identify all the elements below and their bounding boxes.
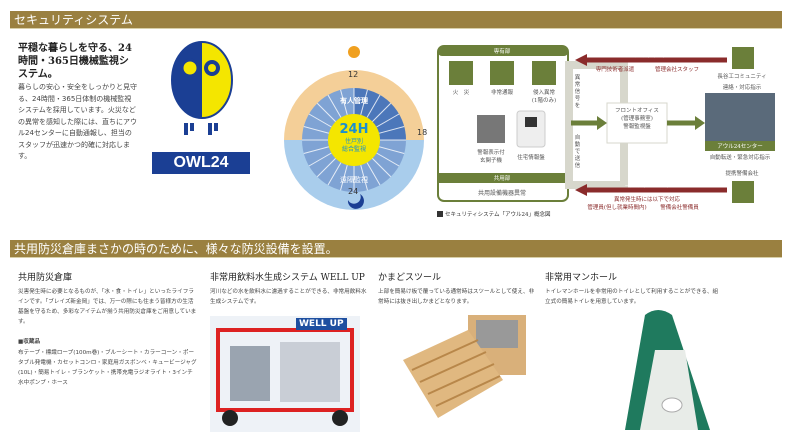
second-item-1: 専門技術者派遣	[595, 67, 635, 73]
center-24h: 24H	[339, 122, 369, 137]
second-response-label: 二次対応(技術者)	[629, 54, 665, 59]
monitor-label: 住宅情報盤	[517, 155, 545, 161]
wellup-title: 非常用飲料水生成システム WELL UP	[210, 273, 365, 283]
stool-body: 上部を簡易け板で覆っている通常時はスツールとして使え、非常時には抜き出しかまどと…	[378, 289, 535, 305]
kamado-stool-image	[398, 300, 528, 432]
wellup-product-label: WELL UP	[296, 318, 347, 330]
clock-spoke	[378, 146, 405, 154]
stool-title: かまどスツール	[378, 273, 442, 283]
signal-top: 異常信号を	[574, 75, 581, 109]
clock-spoke	[303, 126, 330, 134]
first-note: 異常発生時には以下で対応	[613, 197, 680, 203]
hour-18: 18	[417, 128, 428, 137]
owl24-logo: OWL24	[150, 38, 252, 178]
hour-12: 12	[348, 70, 359, 79]
clock-spoke	[316, 158, 336, 178]
clock-spoke	[372, 102, 392, 122]
clock-spoke	[316, 102, 336, 122]
manhole-title: 非常用マンホール	[545, 273, 618, 283]
private-area-label: 専有部	[493, 49, 511, 55]
clock-spoke	[360, 164, 368, 191]
center-sub-label: 自動転送・緊急対応指示	[709, 155, 771, 161]
link-instruction-label: 連絡・対応指示	[722, 85, 762, 91]
common-area-label: 共用部	[493, 176, 511, 182]
diagram-caption: セキュリティシステム「アウル24」概念図	[445, 212, 551, 218]
clock-spoke	[308, 152, 332, 167]
security-body: 暮らしの安心・安全をしっかりと見守る、24時間・365日体制の機械監視システムを…	[18, 83, 137, 160]
clock-spoke	[376, 113, 400, 128]
security-diagram: 専有部 火 災 非常通報 侵入異常 (1階のみ) 警報表示付 玄関子機 住宅情報…	[437, 45, 782, 225]
clock-spoke	[327, 94, 342, 118]
emergency-label: 非常通報	[490, 90, 513, 96]
entrance-unit-label: 警報表示付 玄関子機	[477, 150, 505, 164]
storage-title: 共用防災倉庫	[18, 273, 73, 283]
first-response-label: 一次対応(ガードマン)	[624, 184, 669, 189]
owl24-center-label: アウル24センター	[717, 144, 763, 150]
common-item-label: 共用設備機器異常	[477, 190, 526, 197]
manhole-toilet-image	[600, 305, 730, 433]
clock-spoke	[366, 162, 381, 186]
manhole-body: トイレマンホールを非常用のトイレとして利用することができる、組立式の簡易トイレを…	[545, 289, 719, 305]
first-item-1: 管理員(但し就業時間内)	[587, 205, 647, 211]
fire-label: 火 災	[452, 90, 470, 96]
security-heading: 平穏な暮らしを守る、24時間・365日機械監視システム。	[18, 43, 132, 80]
clock-spoke	[378, 126, 405, 134]
clock-spoke	[308, 113, 332, 128]
clock-spoke	[340, 164, 348, 191]
section-header-security: セキュリティシステム	[10, 11, 782, 29]
intrusion-label: 侵入異常 (1階のみ)	[531, 90, 557, 104]
security-company-label: 提携警備会社	[725, 171, 759, 177]
second-item-2: 管理会社スタッフ	[654, 67, 699, 73]
wellup-image: WELL UP	[210, 316, 360, 432]
clock-spoke	[327, 162, 342, 186]
clock-spoke	[366, 94, 381, 118]
hour-24: 24	[348, 187, 359, 196]
clock-spoke	[376, 152, 400, 167]
clock-spoke	[372, 158, 392, 178]
center-sub: 住戸別 総合監視	[341, 138, 366, 153]
storage-list-title: ■収蔵品	[18, 339, 41, 345]
front-office-label: フロントオフィス (管理事務室) 警報監視盤	[615, 108, 659, 130]
clock-spoke	[340, 89, 348, 116]
clock-spoke	[303, 146, 330, 154]
first-item-2: 警備会社警備員	[660, 205, 699, 211]
wellup-body: 河川などの水を飲料水に濾過することができる、非常用飲料水生成システムです。	[210, 289, 367, 305]
storage-list: 布テープ・標識ロープ(100m巻)・ブルーシート・カラーコーン・ポータブル発電機…	[18, 350, 197, 386]
owl24-logo-text: OWL24	[173, 154, 229, 171]
signal-bottom: 自動で送信	[574, 135, 581, 169]
community-label: 長谷工コミュニティ	[717, 74, 767, 80]
label-staffed: 有人管理	[340, 97, 368, 105]
label-remote: 遠隔監視	[340, 176, 368, 184]
section-header-disaster: 共用防災倉庫まさかの時のために、様々な防災設備を設置。	[10, 240, 782, 258]
clock-spoke	[360, 89, 368, 116]
monitoring-clock: 12 18 24 有人管理 24H 住戸別 総合監視 遠隔監視	[282, 40, 432, 215]
storage-body: 災害発生時に必要となるものが、「水・食・トイレ」といったライフラインです。「ブレ…	[18, 289, 197, 325]
